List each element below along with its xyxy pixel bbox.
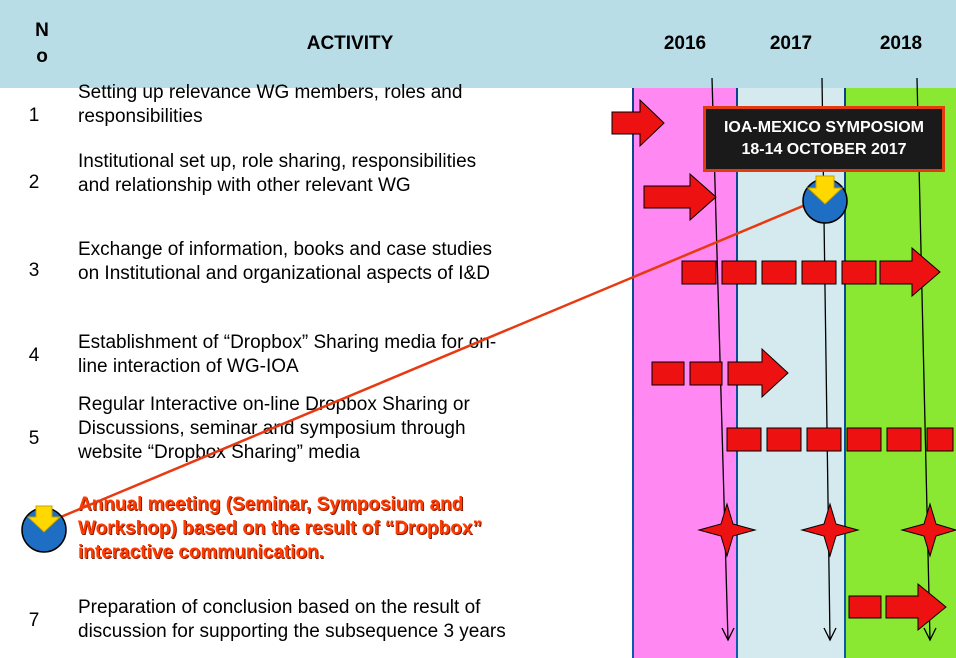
progress-arrow	[611, 98, 665, 148]
row-number: 4	[28, 345, 40, 366]
activity-line: Workshop) based on the result of “Dropbo…	[78, 518, 482, 539]
activity-line: on Institutional and organizational aspe…	[78, 263, 490, 284]
activity-text: Setting up relevance WG members, roles a…	[78, 81, 618, 129]
activity-line: Annual meeting (Seminar, Symposium and	[78, 494, 464, 515]
row-number: 7	[28, 610, 40, 631]
activity-line: Setting up relevance WG members, roles a…	[78, 82, 463, 103]
activity-text: Regular Interactive on-line Dropbox Shar…	[78, 393, 618, 465]
table-header	[0, 0, 956, 88]
symposium-callout: IOA-MEXICO SYMPOSIOM 18-14 OCTOBER 2017	[703, 106, 945, 172]
down-arrow-icon	[806, 175, 844, 205]
header-year-2018: 2018	[879, 33, 923, 54]
row-number: 3	[28, 260, 40, 281]
activity-line: Preparation of conclusion based on the r…	[78, 597, 481, 618]
activity-text: Preparation of conclusion based on the r…	[78, 596, 618, 644]
activity-line: and relationship with other relevant WG	[78, 175, 411, 196]
header-year-2017: 2017	[769, 33, 813, 54]
callout-title: IOA-MEXICO SYMPOSIOM	[723, 119, 924, 136]
activity-text-highlighted: Annual meeting (Seminar, Symposium and W…	[78, 493, 618, 565]
activity-line: interactive communication.	[78, 542, 325, 563]
row-number: 5	[28, 428, 40, 449]
timeline-arrowhead-2018	[923, 627, 937, 642]
header-no-line2: o	[36, 46, 48, 67]
header-no: N o	[22, 0, 62, 88]
row-number: 2	[28, 172, 40, 193]
activity-line: responsibilities	[78, 106, 203, 127]
activity-line: line interaction of WG-IOA	[78, 356, 299, 377]
activity-text: Establishment of “Dropbox” Sharing media…	[78, 331, 618, 379]
progress-dashes-row-5	[726, 427, 954, 452]
row-number: 1	[28, 105, 40, 126]
timeline-arrowhead-2016	[721, 627, 735, 642]
activity-line: Exchange of information, books and case …	[78, 239, 493, 260]
progress-arrow	[885, 582, 947, 632]
activity-text: Institutional set up, role sharing, resp…	[78, 150, 618, 198]
activity-text: Exchange of information, books and case …	[78, 238, 618, 286]
activity-line: discussion for supporting the subsequenc…	[78, 621, 506, 642]
header-year-2016: 2016	[663, 33, 707, 54]
down-arrow-icon	[26, 505, 62, 533]
activity-line: Establishment of “Dropbox” Sharing media…	[78, 332, 497, 353]
activity-line: website “Dropbox Sharing” media	[78, 442, 360, 463]
progress-dashes-row-4	[651, 347, 789, 399]
activity-line: Regular Interactive on-line Dropbox Shar…	[78, 394, 470, 415]
progress-block	[848, 595, 882, 619]
milestone-star-icon	[697, 502, 757, 558]
progress-dashes-row-3	[681, 246, 941, 298]
header-no-line1: N	[35, 20, 49, 41]
connector-line	[43, 196, 823, 526]
milestone-star-icon	[900, 502, 956, 558]
activity-line: Institutional set up, role sharing, resp…	[78, 151, 477, 172]
timeline-arrowhead-2017	[823, 627, 837, 642]
header-activity: ACTIVITY	[306, 33, 394, 54]
milestone-star-icon	[800, 502, 860, 558]
progress-arrow	[643, 172, 717, 222]
callout-date: 18-14 OCTOBER 2017	[741, 141, 907, 158]
activity-rows-background	[0, 73, 632, 658]
